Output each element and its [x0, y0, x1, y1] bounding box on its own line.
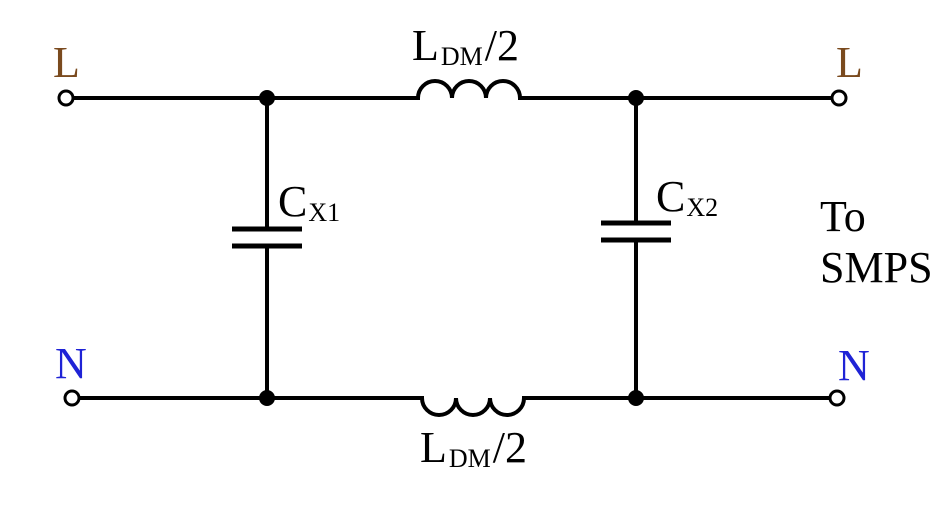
- junction-node-top-left: [259, 90, 275, 106]
- terminal-line-in: [57, 89, 75, 107]
- label-cx2-symbol: C: [656, 172, 685, 221]
- label-inductor-top: LDM/2: [412, 21, 519, 71]
- label-cx1-symbol: C: [278, 177, 307, 226]
- inductor-top-coil: [416, 79, 522, 99]
- terminal-line-out: [830, 89, 848, 107]
- junction-node-bottom-left: [259, 390, 275, 406]
- terminal-neutral-in: [63, 389, 81, 407]
- label-inductor-top-subscript: DM: [441, 42, 483, 71]
- label-line-out: L: [836, 38, 863, 87]
- label-inductor-bottom: LDM/2: [420, 423, 527, 473]
- junction-node-bottom-right: [628, 390, 644, 406]
- label-inductor-bottom-symbol: L: [420, 423, 447, 472]
- label-inductor-top-symbol: L: [412, 21, 439, 70]
- label-to-smps-line1: To: [820, 192, 866, 241]
- junction-node-top-right: [628, 90, 644, 106]
- label-neutral-in: N: [55, 339, 87, 388]
- label-to-smps-line2: SMPS: [820, 243, 933, 292]
- terminal-neutral-out: [828, 389, 846, 407]
- label-cx1: CX1: [278, 177, 340, 227]
- label-cx1-subscript: X1: [308, 198, 340, 227]
- label-line-in: L: [53, 38, 80, 87]
- label-cx2-subscript: X2: [686, 193, 718, 222]
- label-inductor-bottom-suffix: /2: [493, 423, 527, 472]
- inductor-bottom-coil: [420, 397, 526, 417]
- label-cx2: CX2: [656, 172, 718, 222]
- label-neutral-out: N: [838, 341, 870, 390]
- label-inductor-bottom-subscript: DM: [449, 444, 491, 473]
- label-inductor-top-suffix: /2: [485, 21, 519, 70]
